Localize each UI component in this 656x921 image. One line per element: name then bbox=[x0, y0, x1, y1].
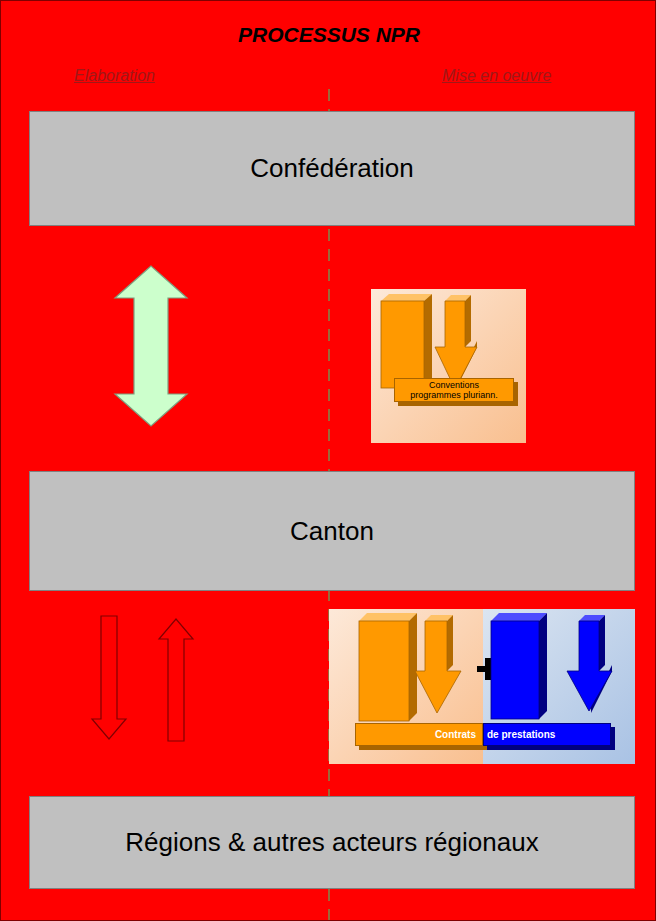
node-text: Contrats bbox=[435, 729, 476, 740]
contracts-illustration bbox=[329, 609, 635, 764]
diagram-title: PROCESSUS NPR bbox=[238, 23, 420, 47]
level-box: Confédération bbox=[29, 111, 635, 226]
conventions-illustration bbox=[371, 289, 526, 443]
column-heading: Mise en oeuvre bbox=[442, 67, 551, 85]
level-box: Régions & autres acteurs régionaux bbox=[29, 796, 635, 889]
level-box: Canton bbox=[29, 471, 635, 591]
label-bar: Contrats bbox=[355, 723, 483, 746]
double-block-arrow bbox=[115, 266, 187, 426]
outline-arrow bbox=[159, 619, 193, 741]
label-bar: Conventions programmes pluriann. bbox=[394, 378, 514, 402]
column-heading: Elaboration bbox=[74, 67, 155, 85]
node-text: Canton bbox=[290, 516, 374, 547]
node-text: Confédération bbox=[250, 153, 413, 184]
node-text: de prestations bbox=[487, 729, 555, 740]
outline-arrow bbox=[92, 616, 126, 739]
node-text: Conventions programmes pluriann. bbox=[395, 380, 513, 400]
node-text: Régions & autres acteurs régionaux bbox=[125, 827, 538, 858]
label-bar: de prestations bbox=[483, 723, 611, 746]
